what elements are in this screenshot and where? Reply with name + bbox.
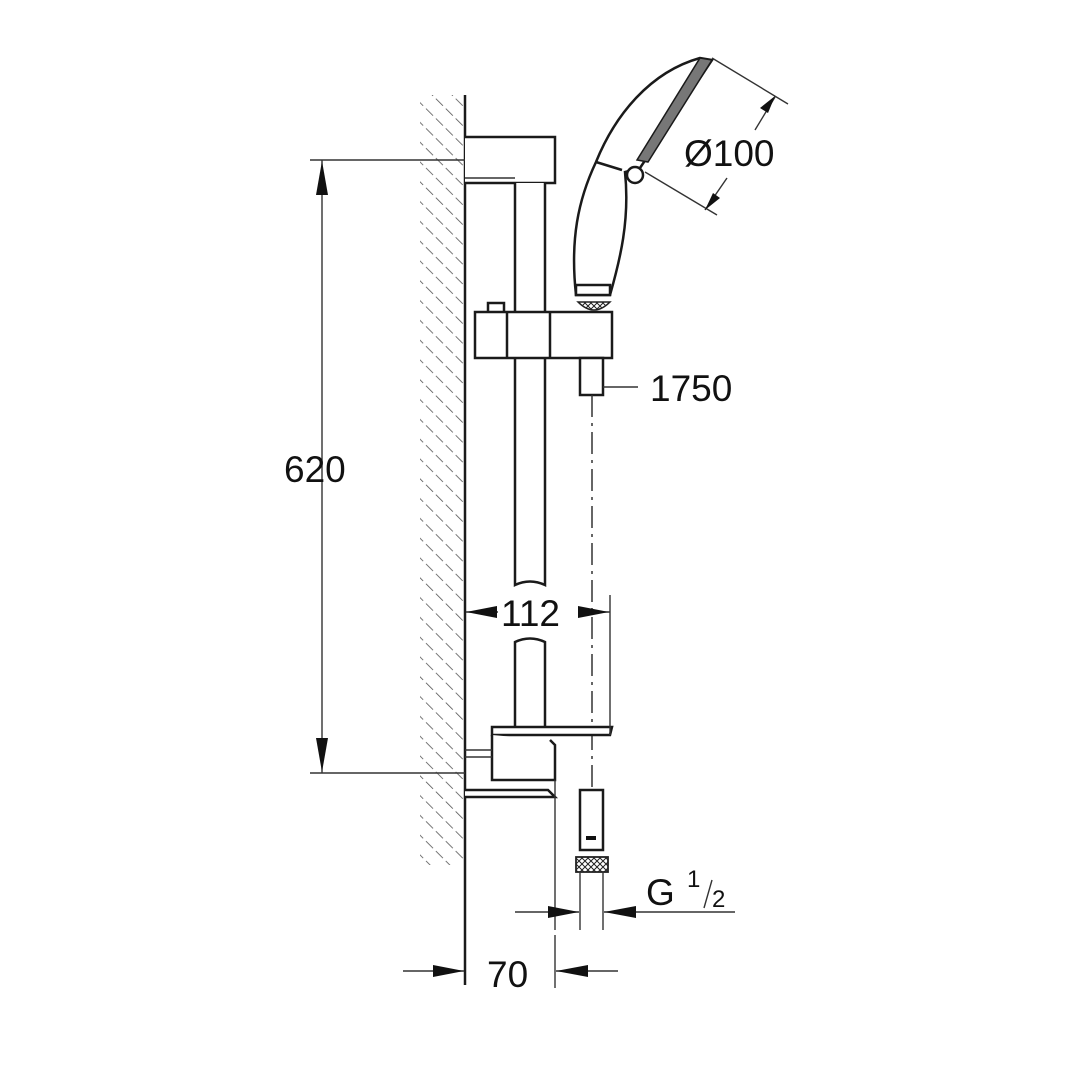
projection-70-label: 70	[487, 954, 528, 995]
height-label: 620	[284, 449, 346, 490]
top-wall-bracket	[465, 135, 557, 185]
thread-fraction-denominator: 2	[712, 886, 725, 913]
thread-dimension: G 1 2	[515, 866, 735, 918]
projection-70-dimension: 70	[403, 935, 618, 995]
diameter-dimension: Ø100	[644, 57, 789, 216]
wall-hatching	[420, 95, 465, 865]
hose-length-label: 1750	[650, 368, 732, 409]
hose-fitting	[575, 788, 609, 930]
thread-label: G	[646, 872, 675, 913]
diameter-label: Ø100	[684, 133, 775, 174]
projection-112-label: 112	[501, 593, 560, 634]
hose-length-dimension: 1750	[603, 368, 732, 409]
projection-112-dimension: 112	[466, 593, 611, 735]
shower-rail	[513, 183, 547, 730]
hand-shower	[572, 56, 715, 311]
hose-connector	[578, 356, 605, 397]
thread-fraction-numerator: 1	[687, 866, 700, 893]
bottom-wall-bracket	[465, 725, 614, 930]
sliding-holder	[473, 301, 614, 397]
wall	[420, 95, 467, 985]
height-dimension: 620	[284, 159, 465, 774]
